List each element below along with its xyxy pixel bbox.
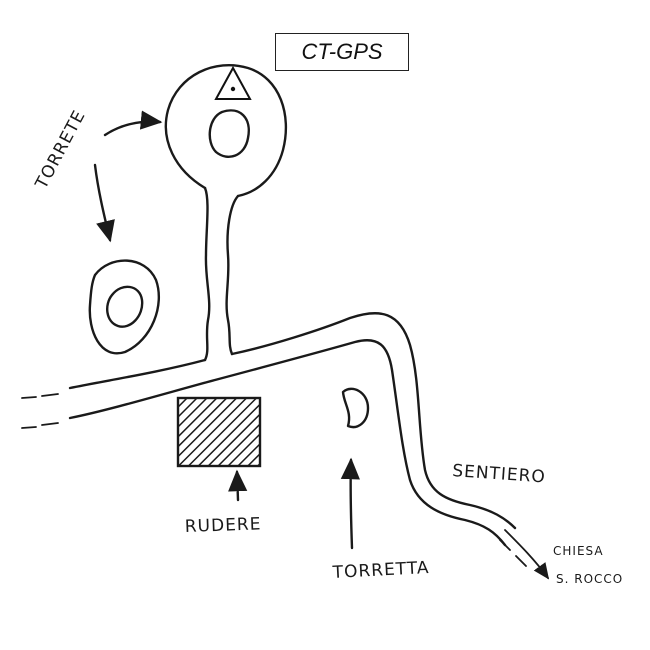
arrow-chiesa [504,529,550,580]
label-chiesa-line2: S. ROCCO [556,572,623,586]
tower-large-inner [208,109,250,158]
turret-shape [341,387,370,429]
neck-left [203,186,211,362]
arrow-torrette-to-small [93,163,115,243]
path-lower-edge [68,339,507,547]
neck-right [225,194,240,356]
path-left-dash-top [21,393,59,399]
label-rudere: RUDERE [184,514,261,537]
arrow-torrette-to-big [103,110,163,137]
gps-triangle-icon [214,65,252,100]
path-upper-edge [68,311,517,530]
gps-label-box: CT-GPS [275,33,409,71]
tower-small-inner [106,285,144,328]
label-torretta: TORRETTA [331,558,430,583]
label-torrette: TORRETE [31,107,90,193]
tower-small-outer [88,259,161,355]
ruin-hatched-block [176,396,262,468]
gps-label-text: CT-GPS [301,39,383,64]
label-sentiero: SENTIERO [452,461,547,487]
label-chiesa-line1: CHIESA [553,544,604,558]
arrow-torretta [340,457,360,550]
tower-large-outer [164,63,288,198]
arrow-chiesa-dash [499,539,527,567]
path-left-dash-bottom [21,422,59,429]
arrow-rudere [228,469,248,502]
